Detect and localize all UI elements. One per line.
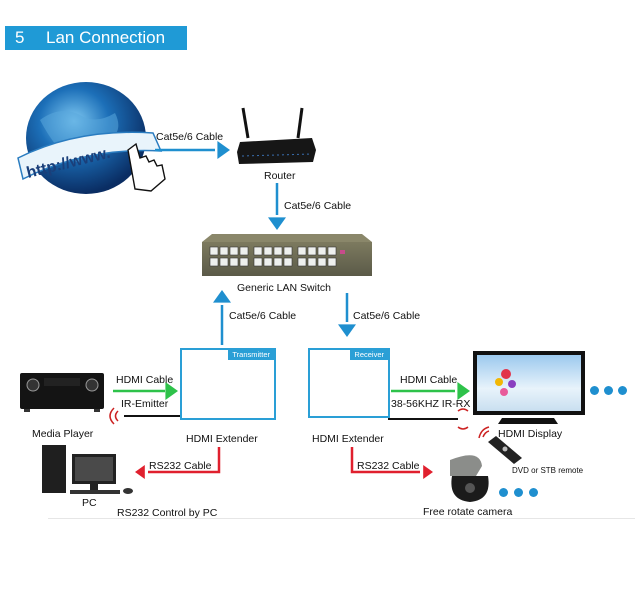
more-displays-dot <box>604 386 613 395</box>
arrowhead-icon <box>457 382 470 400</box>
internet-router-cable-label: Cat5e/6 Cable <box>156 131 224 143</box>
camera-label: Free rotate camera <box>423 506 513 518</box>
router-icon <box>237 107 316 164</box>
arrowhead-icon <box>423 465 433 479</box>
switch-rx-cable-label: Cat5e/6 Cable <box>353 310 421 322</box>
media-player-icon <box>20 373 104 412</box>
switch-port-icon <box>283 257 293 267</box>
tx-pc-rs232-label: RS232 Cable <box>149 460 212 472</box>
router-switch-cable-label: Cat5e/6 Cable <box>284 200 352 212</box>
pc-label: PC <box>82 497 97 509</box>
rx-camera-rs232-label: RS232 Cable <box>357 460 420 472</box>
more-displays-dot <box>590 386 599 395</box>
arrowhead-icon <box>268 217 286 230</box>
more-displays-dot <box>618 386 627 395</box>
switch-port-icon <box>239 257 249 267</box>
remote-signal-icon <box>478 426 490 439</box>
receiver-frame: Receiver <box>308 348 390 418</box>
internet-globe-icon <box>17 82 163 194</box>
arrowhead-icon <box>135 465 145 479</box>
transmitter-frame: Transmitter <box>180 348 276 420</box>
transmitter-tag: Transmitter <box>228 350 274 360</box>
arrowhead-icon <box>217 141 230 159</box>
transmitter-label: HDMI Extender <box>186 433 258 445</box>
tx-pc-rs232-line <box>148 447 221 474</box>
ir-emitter-signal-icon <box>109 407 119 425</box>
switch-port-icon <box>273 246 283 256</box>
more-cameras-dot <box>529 488 538 497</box>
switch-port-icon <box>209 246 219 256</box>
tx-switch-cable-label: Cat5e/6 Cable <box>229 310 297 322</box>
switch-port-icon <box>317 246 327 256</box>
divider <box>48 518 635 519</box>
router-label: Router <box>264 170 296 182</box>
switch-port-icon <box>219 246 229 256</box>
switch-port-icon <box>263 257 273 267</box>
switch-port-icon <box>229 246 239 256</box>
ir-emitter-label: IR-Emitter <box>121 398 169 410</box>
ir-rx-label: 38-56KHZ IR-RX <box>391 398 471 410</box>
switch-port-icon <box>297 246 307 256</box>
pc-icon <box>42 445 133 494</box>
pc-caption: RS232 Control by PC <box>117 507 218 519</box>
arrowhead-icon <box>165 382 178 400</box>
switch-label: Generic LAN Switch <box>237 282 331 294</box>
rx-camera-rs232-line <box>350 447 420 474</box>
more-cameras-dot <box>499 488 508 497</box>
switch-port-icon <box>219 257 229 267</box>
pointer-hand-icon <box>127 142 166 192</box>
section-heading: Lan Connection <box>46 28 166 47</box>
switch-port-icon <box>327 246 337 256</box>
switch-port-icon <box>297 257 307 267</box>
lan-switch-icon <box>202 234 372 276</box>
remote-control-icon <box>488 436 522 464</box>
arrowhead-icon <box>338 324 356 337</box>
section-title: 5 Lan Connection <box>5 26 187 50</box>
switch-port-icon <box>273 257 283 267</box>
remote-label: DVD or STB remote <box>512 466 584 475</box>
ir-receiver-signal-icon <box>457 408 469 430</box>
receiver-tag: Receiver <box>350 350 388 360</box>
switch-port-icon <box>307 246 317 256</box>
hdmi-display-icon <box>473 351 585 424</box>
switch-port-icon <box>283 246 293 256</box>
switch-port-icon <box>229 257 239 267</box>
switch-port-icon <box>209 257 219 267</box>
switch-port-icon <box>253 257 263 267</box>
receiver-label: HDMI Extender <box>312 433 384 445</box>
media-player-label: Media Player <box>32 428 94 440</box>
display-label: HDMI Display <box>498 428 563 440</box>
rx-hdmi-cable-label: HDMI Cable <box>400 374 458 386</box>
arrowhead-icon <box>213 290 231 303</box>
switch-port-icon <box>263 246 273 256</box>
player-hdmi-cable-label: HDMI Cable <box>116 374 174 386</box>
switch-port-icon <box>253 246 263 256</box>
more-cameras-dot <box>514 488 523 497</box>
switch-port-icon <box>327 257 337 267</box>
section-number: 5 <box>15 28 25 47</box>
switch-port-icon <box>317 257 327 267</box>
dome-camera-icon <box>450 455 489 502</box>
switch-port-icon <box>307 257 317 267</box>
switch-port-icon <box>239 246 249 256</box>
